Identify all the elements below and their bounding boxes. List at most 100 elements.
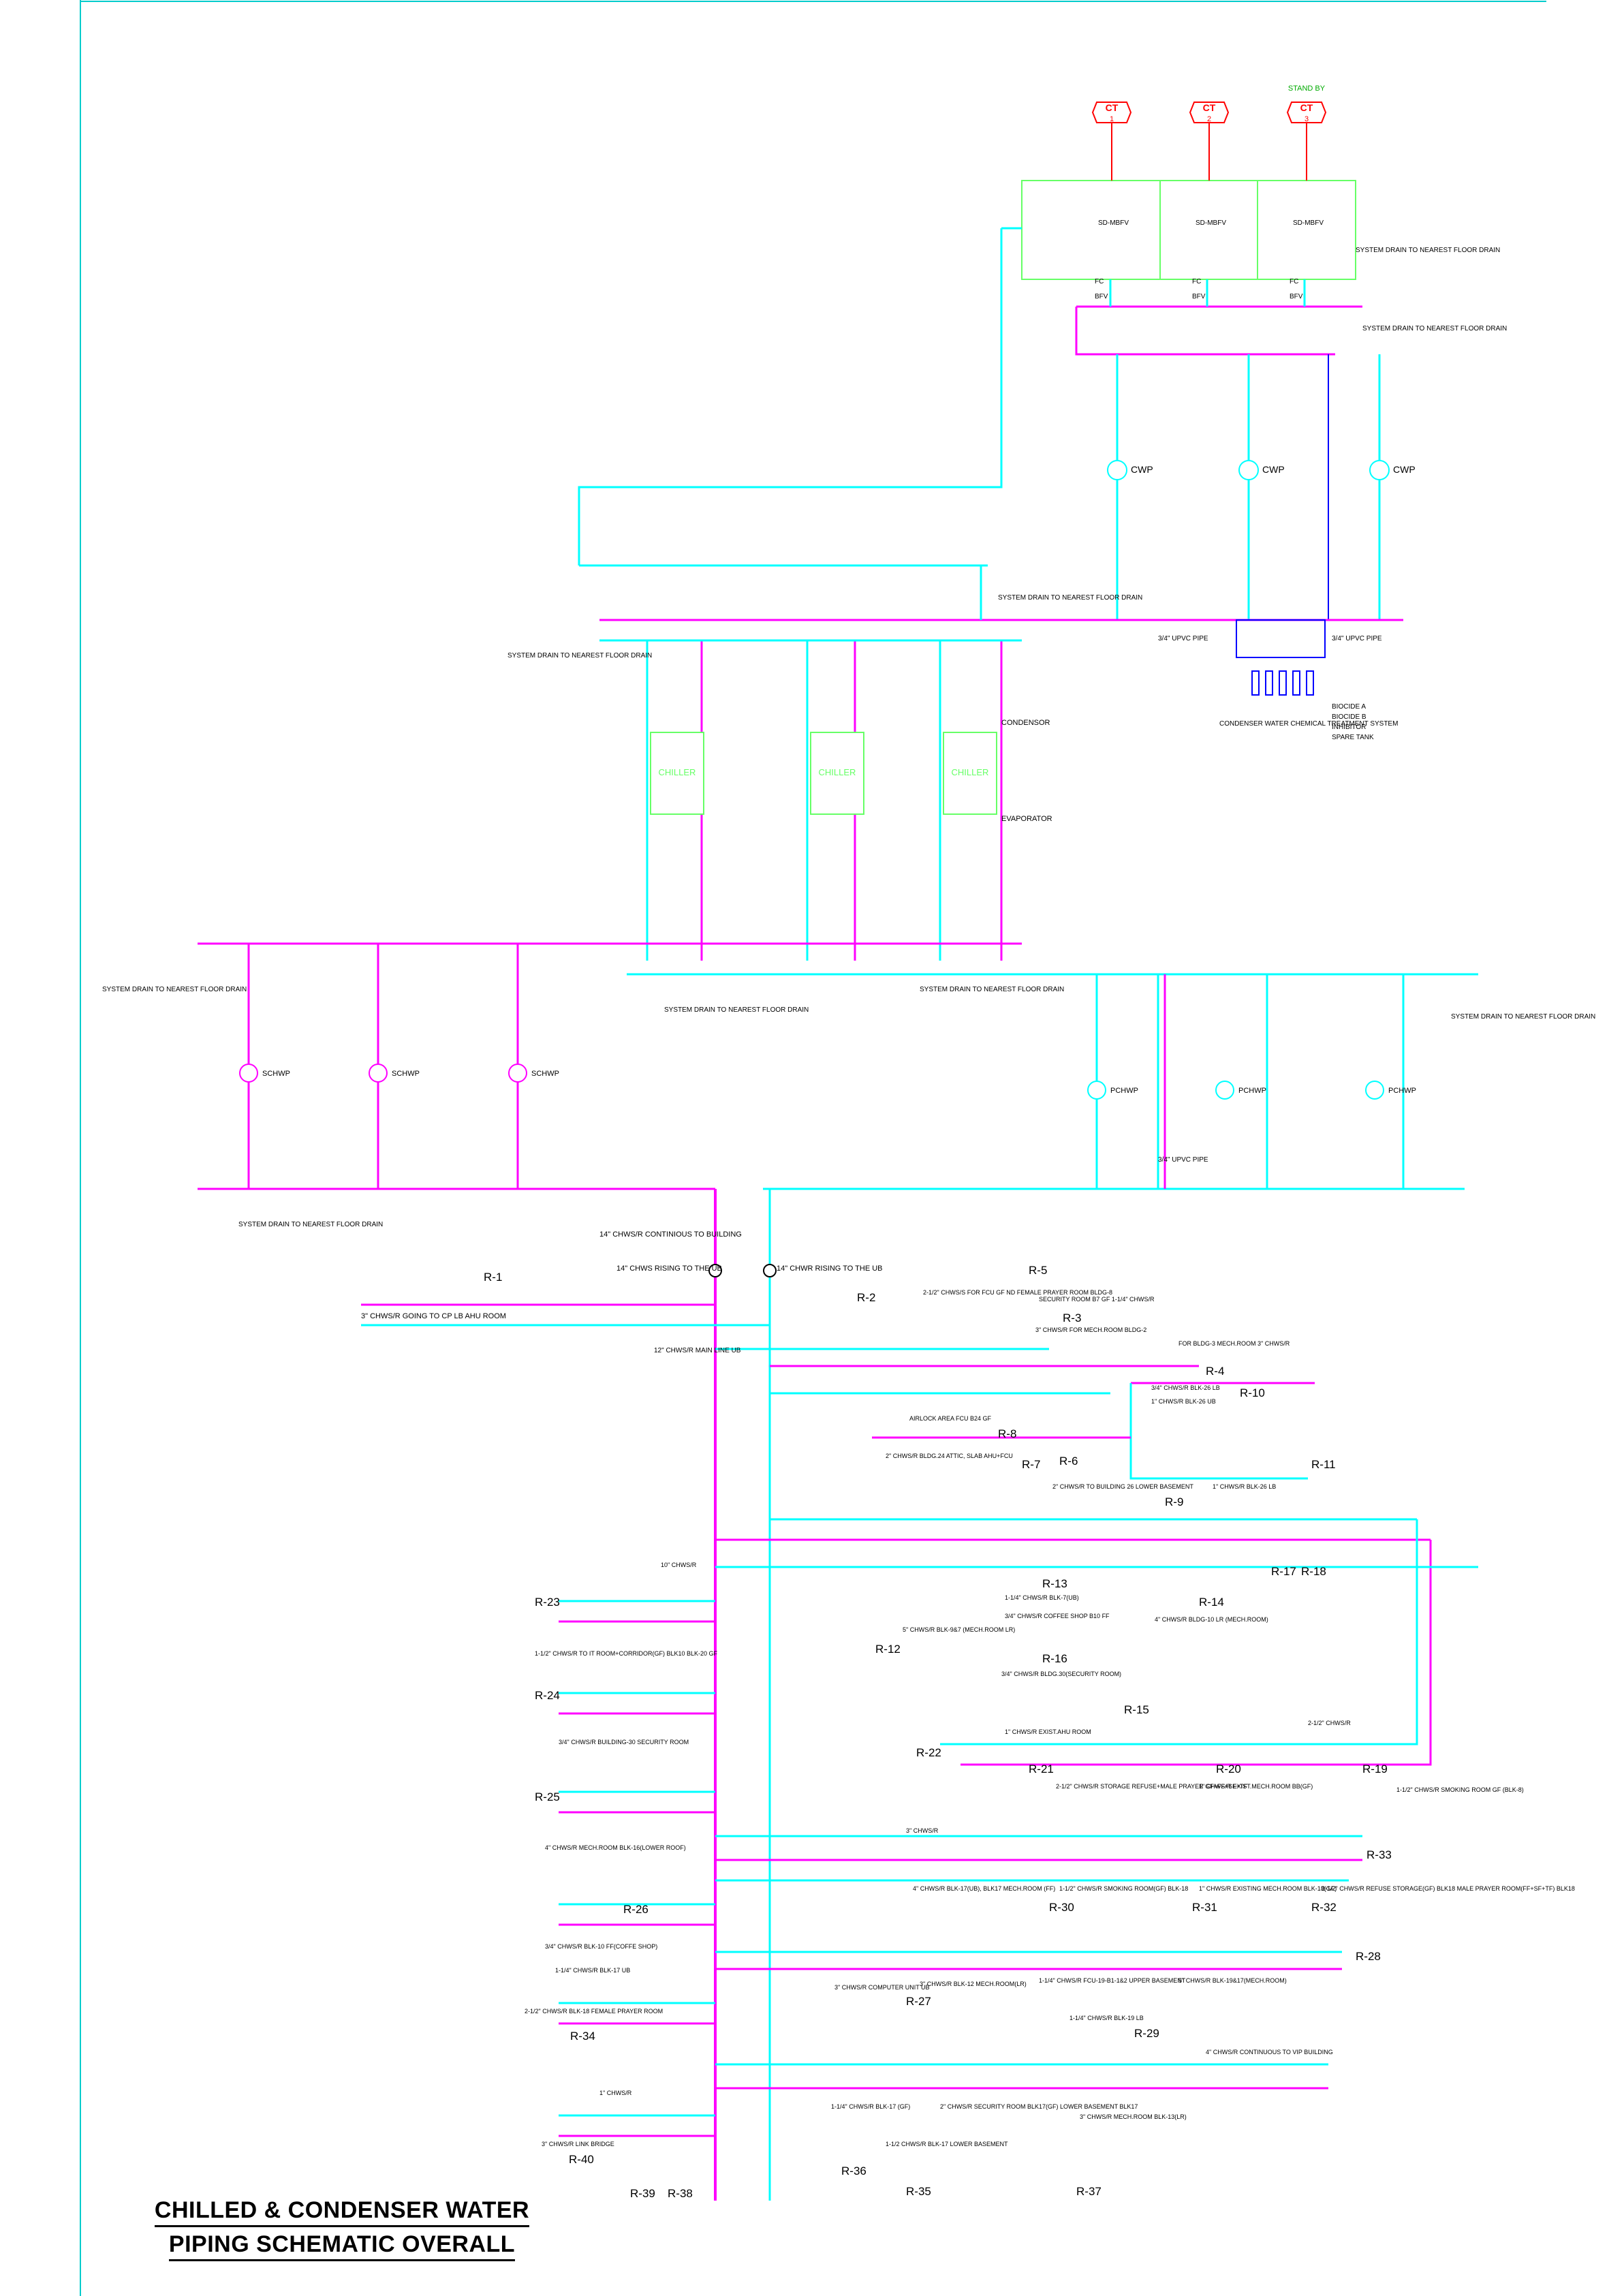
tower-bfv-label: BFV: [1192, 293, 1206, 300]
sheet-border: [80, 0, 1546, 2296]
condenser-pump-icon: [1107, 460, 1127, 480]
riser-tags: R-1R-2R-3R-4R-5R-6R-7R-8R-9R-10R-11R-12R…: [484, 1264, 1392, 2200]
primary-pump-icon: [1365, 1081, 1384, 1100]
branch-note: 1-1/4" CHWS/R BLK-17 (GF): [831, 2103, 910, 2110]
riser-tag: R-29: [1134, 2027, 1159, 2040]
branch-note: 1-1/2 CHWS/R BLK-17 LOWER BASEMENT: [886, 2141, 1008, 2147]
condensor-label: CONDENSOR: [1001, 719, 1050, 727]
cooling-tower-number: 3: [1305, 115, 1309, 123]
riser-tag: R-16: [1042, 1652, 1067, 1665]
riser-tag: R-28: [1356, 1950, 1381, 1963]
riser-tag: R-17: [1271, 1565, 1296, 1578]
riser-tag: R-25: [535, 1790, 560, 1803]
branch-note: 2" CHWS/R BLDG.24 ATTIC, SLAB AHU+FCU: [886, 1453, 1013, 1459]
riser-tag: R-4: [1206, 1365, 1224, 1378]
tower-mbfv-label: SD-MBFV: [1293, 219, 1324, 227]
cooling-tower-icon: [1286, 102, 1327, 123]
branch-note: 3/4" CHWS/R COFFEE SHOP B10 FF: [1005, 1613, 1110, 1619]
tower-fc-label: FC: [1095, 278, 1104, 285]
riser-tag: R-11: [1311, 1458, 1336, 1471]
riser-tag: R-15: [1124, 1703, 1149, 1716]
branch-note: 2" CHWS/R SECURITY ROOM BLK17(GF) LOWER …: [940, 2103, 1138, 2110]
branch-note: 1" CHWS/R BLK-26 LB: [1213, 1483, 1276, 1490]
chiller-box: [650, 732, 704, 815]
secondary-pump-label: SCHWP: [531, 1070, 559, 1078]
condenser-pump-label: CWP: [1262, 464, 1285, 475]
spare-tank-note: SPARE TANK: [1332, 734, 1374, 741]
main-line-note: 12" CHWS/R MAIN LINE UB: [654, 1347, 741, 1354]
drain-note: SYSTEM DRAIN TO NEAREST FLOOR DRAIN: [998, 594, 1142, 602]
tower-mbfv-label: SD-MBFV: [1098, 219, 1129, 227]
riser-tag: R-26: [623, 1903, 649, 1916]
condenser-pump-label: CWP: [1131, 464, 1153, 475]
riser-tag: R-19: [1362, 1763, 1388, 1775]
secondary-pump-icon: [369, 1064, 388, 1083]
riser-tag: R-12: [875, 1643, 901, 1656]
chiller-label: CHILLER: [819, 767, 856, 777]
riser-tag: R-7: [1022, 1458, 1040, 1471]
branch-note: 3/4" CHWS/R BLK-26 LB: [1151, 1384, 1220, 1391]
secondary-pump-label: SCHWP: [262, 1070, 290, 1078]
riser-tag: R-9: [1165, 1495, 1183, 1508]
riser-tag: R-6: [1059, 1455, 1078, 1468]
riser-tag: R-30: [1049, 1901, 1074, 1914]
riser-tag: R-36: [841, 2165, 866, 2177]
cooling-tower-number: 2: [1207, 115, 1211, 123]
chws-rising-note: 14" CHWS RISING TO THE UB: [616, 1265, 722, 1273]
drain-note: SYSTEM DRAIN TO NEAREST FLOOR DRAIN: [102, 986, 247, 993]
riser-tag: R-14: [1199, 1596, 1224, 1609]
tower-mbfv-label: SD-MBFV: [1196, 219, 1226, 227]
chiller-label: CHILLER: [659, 767, 696, 777]
continuous-note: 14" CHWS/R CONTINIOUS TO BUILDING: [599, 1230, 742, 1239]
header-piping: [198, 942, 1478, 1190]
riser-tag: R-10: [1240, 1386, 1265, 1399]
branch-note: 3" CHWS/R LINK BRIDGE: [542, 2141, 614, 2147]
primary-pump-label: PCHWP: [1388, 1087, 1416, 1095]
drain-note: SYSTEM DRAIN TO NEAREST FLOOR DRAIN: [920, 986, 1064, 993]
primary-pump-label: PCHWP: [1238, 1087, 1266, 1095]
riser-tag: R-38: [668, 2187, 693, 2200]
chiller-box: [810, 732, 864, 815]
drawing-subtitle: PIPING SCHEMATIC OVERALL: [151, 2231, 533, 2261]
cooling-tower-tag: CT: [1203, 102, 1216, 113]
branch-note: 3/4" CHWS/R BLDG.30(SECURITY ROOM): [1001, 1671, 1121, 1677]
inhibitor-note: INHIBITOR: [1332, 724, 1366, 731]
primary-pump-icon: [1087, 1081, 1106, 1100]
condenser-pump-icon: [1238, 460, 1259, 480]
upvc-note: 3/4" UPVC PIPE: [1158, 1156, 1208, 1164]
branch-note: 2-1/2" CHWS/R BLK-18 FEMALE PRAYER ROOM: [525, 2008, 663, 2015]
riser-tag: R-35: [906, 2185, 931, 2198]
cooling-tower-tag: CT: [1106, 102, 1119, 113]
riser-tag: R-21: [1029, 1763, 1054, 1775]
cooling-tower-icon: [1091, 102, 1132, 123]
riser-tag: R-40: [569, 2153, 594, 2166]
riser-tag: R-23: [535, 1596, 560, 1609]
branch-note: 2-1/2" CHWS/R REFUSE STORAGE(GF) BLK18 M…: [1322, 1885, 1575, 1892]
riser-tag: R-24: [535, 1689, 560, 1702]
branch-note: 2" CHWS/R TO BUILDING 26 LOWER BASEMENT: [1052, 1483, 1193, 1490]
stand-by-label: STAND BY: [1288, 84, 1326, 93]
riser-tag: R-13: [1042, 1577, 1067, 1590]
branch-note: 2-1/2" CHWS/R STORAGE REFUSE+MALE PRAYER…: [1056, 1783, 1247, 1790]
drain-note: SYSTEM DRAIN TO NEAREST FLOOR DRAIN: [507, 652, 652, 660]
secondary-pump-icon: [239, 1064, 258, 1083]
branch-note: 4" CHWS/R MECH.ROOM BLK-16(LOWER ROOF): [545, 1844, 686, 1851]
branch-note: 3" CHWS/R FOR MECH.ROOM BLDG-2: [1035, 1327, 1146, 1333]
branch-note: 3/4" CHWS/R BUILDING-30 SECURITY ROOM: [559, 1739, 689, 1746]
secondary-pump-icon: [508, 1064, 527, 1083]
evaporator-label: EVAPORATOR: [1001, 815, 1052, 823]
chiller-label: CHILLER: [952, 767, 989, 777]
branch-note: 3" CHWS/R: [906, 1827, 939, 1834]
riser-tag: R-33: [1367, 1848, 1392, 1861]
primary-pump-icon: [1215, 1081, 1234, 1100]
cooling-tower-tag: CT: [1300, 102, 1313, 113]
drawing-title-line1: CHILLED & CONDENSER WATER: [154, 2197, 530, 2227]
branch-note: 1-1/2" CHWS/R SMOKING ROOM GF (BLK-8): [1396, 1786, 1524, 1793]
branch-note: 3" CHWS/R COMPUTER UNIT UB: [834, 1984, 930, 1991]
condenser-pump-label: CWP: [1393, 464, 1416, 475]
distribution-trunks: [361, 1189, 1478, 2201]
riser-tag: R-37: [1076, 2185, 1102, 2198]
